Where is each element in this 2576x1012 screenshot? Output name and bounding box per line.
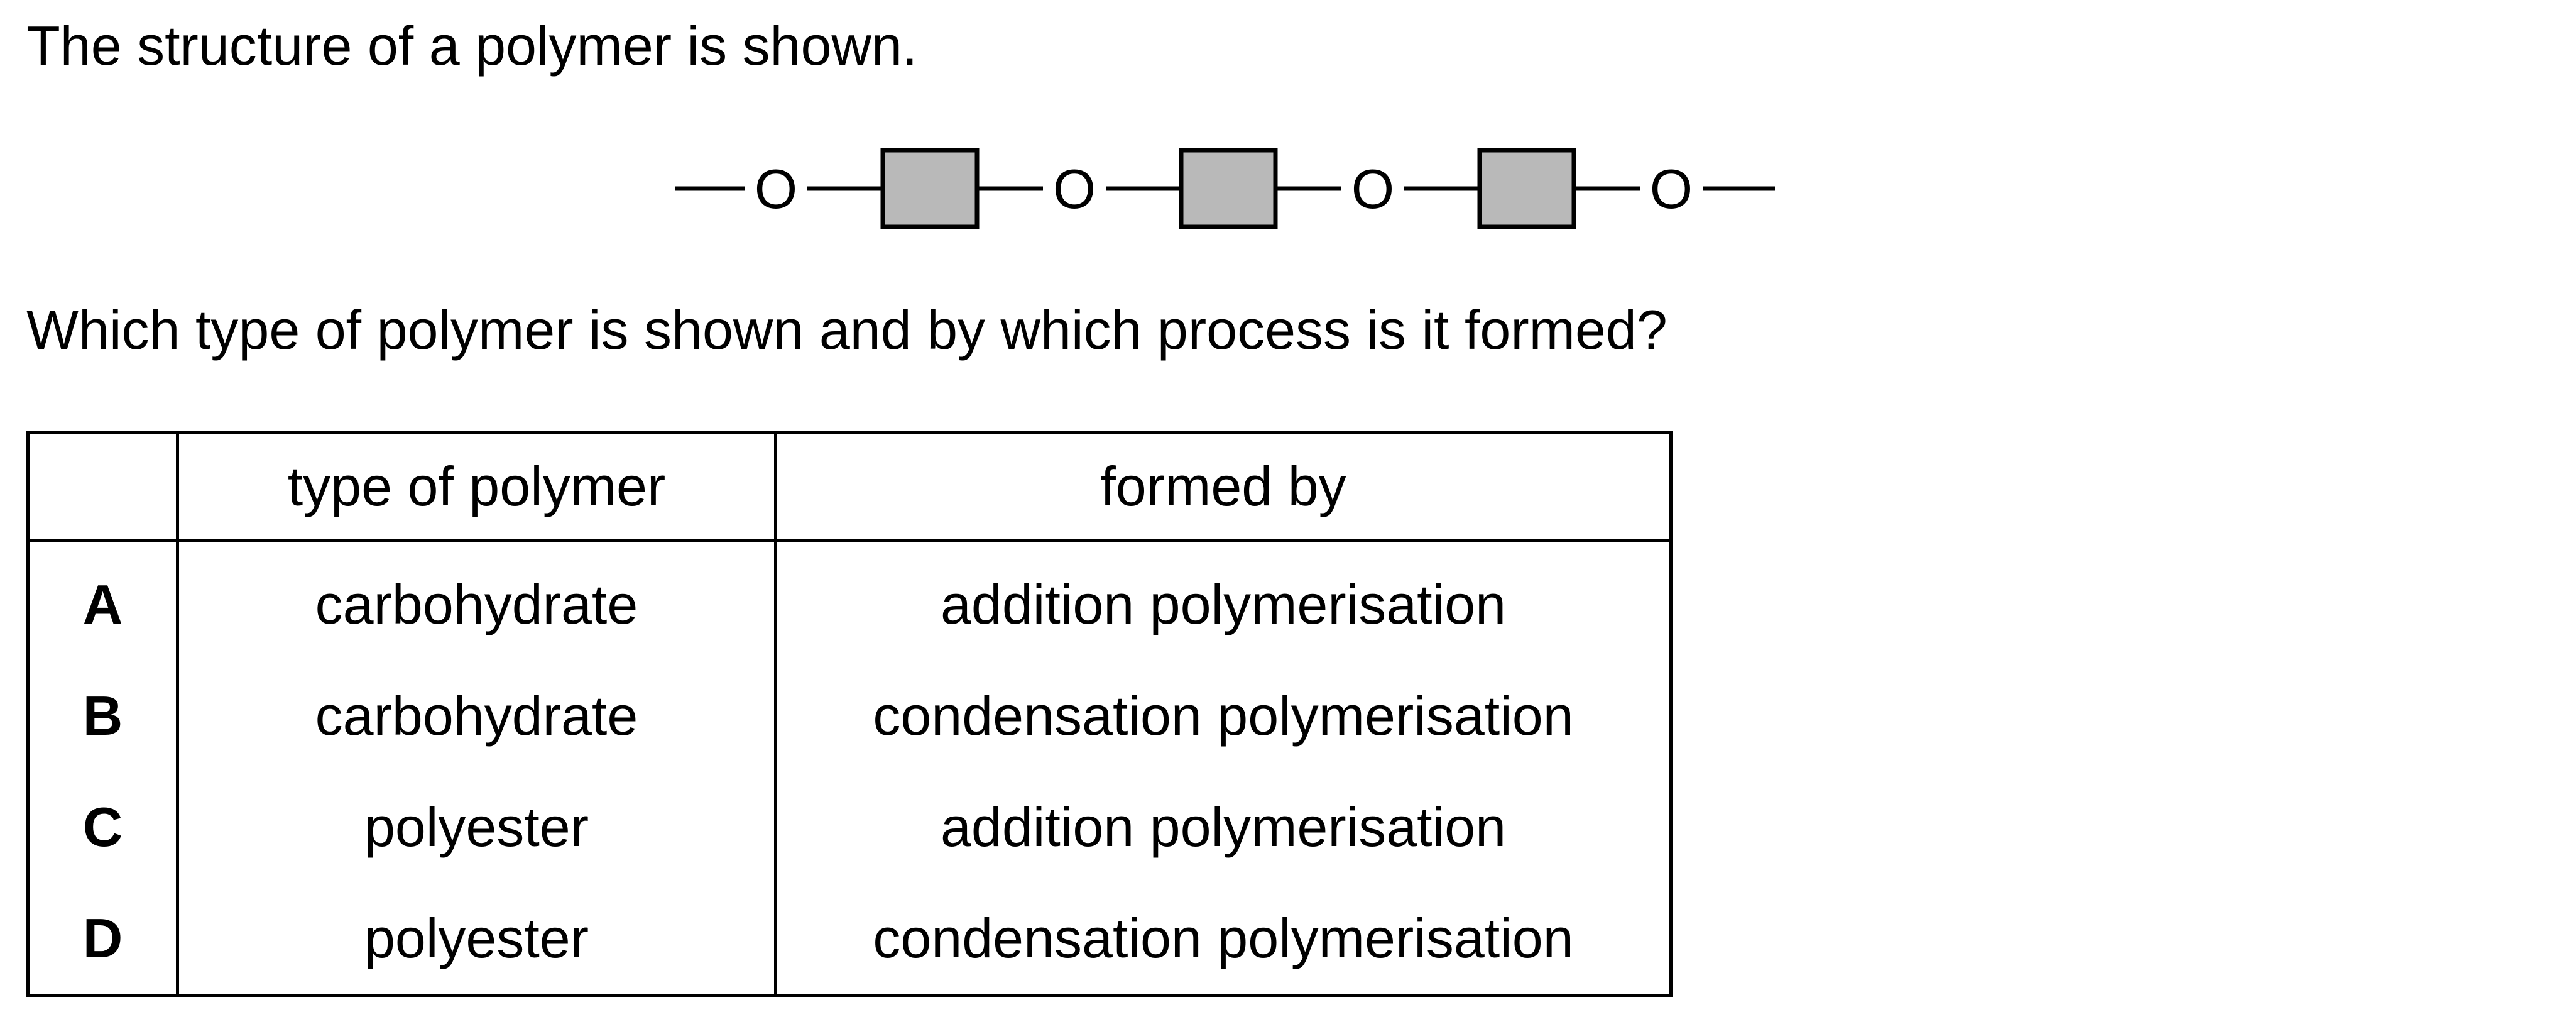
- intro-text: The structure of a polymer is shown.: [26, 14, 918, 77]
- option-row-d[interactable]: D polyester condensation polymerisation: [28, 883, 1671, 996]
- option-type: polyester: [177, 771, 777, 883]
- header-type-of-polymer: type of polymer: [177, 432, 777, 542]
- option-row-a[interactable]: A carbohydrate addition polymerisation: [28, 541, 1671, 660]
- option-letter: D: [28, 883, 179, 996]
- option-letter: B: [28, 660, 179, 771]
- option-process: condensation polymerisation: [873, 684, 1574, 747]
- option-type: polyester: [177, 883, 777, 996]
- monomer-unit-box: [880, 148, 980, 229]
- option-process: addition polymerisation: [940, 573, 1507, 635]
- oxygen-link-label: O: [1351, 158, 1394, 220]
- answer-options-table: type of polymer formed by A carbohydrate…: [26, 431, 1673, 997]
- option-process: addition polymerisation: [940, 795, 1507, 858]
- option-type: carbohydrate: [177, 541, 777, 660]
- header-letter-cell: [28, 432, 179, 542]
- polymer-structure-diagram: O O O O: [675, 148, 1775, 229]
- option-letter: C: [28, 771, 179, 883]
- question-text: Which type of polymer is shown and by wh…: [26, 299, 1667, 361]
- option-process: condensation polymerisation: [873, 906, 1574, 969]
- oxygen-link-label: O: [1053, 158, 1096, 220]
- table-header-row: type of polymer formed by: [28, 432, 1671, 542]
- oxygen-link-label: O: [755, 158, 797, 220]
- option-row-b[interactable]: B carbohydrate condensation polymerisati…: [28, 660, 1671, 771]
- oxygen-link-label: O: [1650, 158, 1693, 220]
- option-type: carbohydrate: [177, 660, 777, 771]
- monomer-unit-box: [1477, 148, 1576, 229]
- monomer-unit-box: [1179, 148, 1278, 229]
- header-formed-by: formed by: [775, 432, 1671, 542]
- option-letter: A: [28, 541, 179, 660]
- option-row-c[interactable]: C polyester addition polymerisation: [28, 771, 1671, 883]
